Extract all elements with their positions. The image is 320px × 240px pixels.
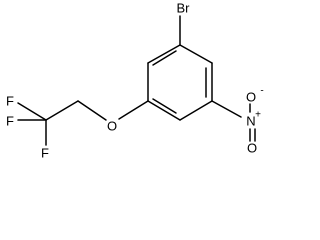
bond-o-ch2 [77, 100, 107, 121]
atom-nitro-oxygen-double: O [247, 141, 257, 156]
atom-fluorine-2: F [6, 114, 14, 129]
ring-inner-bond-3 [152, 50, 177, 66]
atom-fluorine-3: F [41, 146, 49, 161]
ring-bond-c1-c2 [179, 44, 213, 64]
atom-bromine: Br [177, 1, 191, 16]
atom-nitro-nitrogen: N [246, 114, 255, 129]
atom-ether-oxygen: O [107, 119, 117, 134]
atom-label-layer: Br N + O - O O F F F [6, 1, 264, 161]
nitro-negative-charge: - [260, 86, 263, 97]
nitro-positive-charge: + [255, 110, 261, 121]
ring-bond-c3-c4 [179, 100, 213, 121]
bond-layer [17, 15, 256, 146]
ring-inner-bond-2 [152, 98, 177, 114]
bond-c-f1 [17, 102, 47, 121]
ring-bond-c4-c5 [147, 100, 181, 121]
atom-nitro-oxygen-single: O [246, 90, 256, 105]
atom-fluorine-1: F [6, 94, 14, 109]
ring-bond-c6-c1 [147, 44, 181, 64]
bond-c3-n [211, 100, 242, 118]
bond-c5-o [118, 100, 149, 120]
bond-ch2-cf3 [45, 100, 79, 121]
chemical-structure: Br N + O - O O F F F [6, 1, 264, 161]
